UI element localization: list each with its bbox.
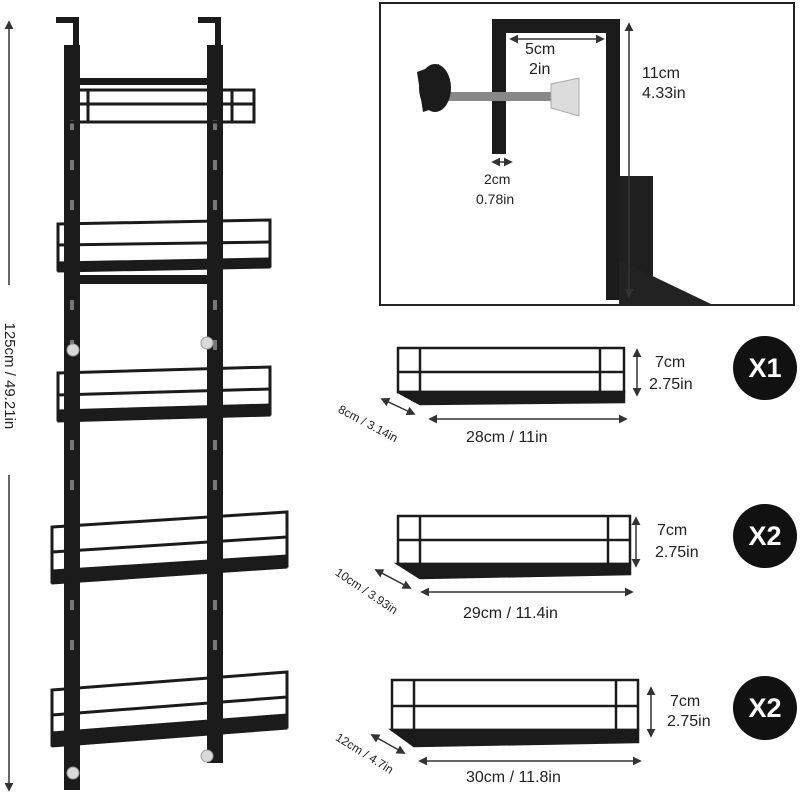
hook-thickness-cm: 2cm bbox=[484, 171, 511, 187]
basket-2-height-in: 2.75in bbox=[655, 544, 699, 561]
basket-2-drawing bbox=[393, 514, 632, 580]
basket-3-height-in: 2.75in bbox=[667, 713, 711, 730]
hook-thickness-in: 0.78in bbox=[476, 191, 515, 207]
basket-1-height-cm: 7cm bbox=[655, 354, 686, 371]
hook-detail-inset bbox=[379, 2, 795, 306]
basket-1-drawing bbox=[396, 346, 626, 406]
hook-depth-in: 4.33in bbox=[642, 85, 686, 102]
basket-1-width-label: 28cm / 11in bbox=[466, 429, 548, 446]
rack-basket-3 bbox=[56, 365, 272, 423]
basket-3-width-label: 30cm / 11.8in bbox=[466, 769, 561, 786]
basket-3-quantity-badge: X2 bbox=[733, 676, 797, 740]
basket-2-dimensions bbox=[374, 516, 641, 597]
basket-2-height-cm: 7cm bbox=[657, 522, 688, 539]
rack-basket-1 bbox=[64, 88, 256, 124]
hook-gap-cm: 5cm bbox=[525, 41, 556, 58]
basket-2-width-label: 29cm / 11.4in bbox=[463, 605, 558, 622]
rack-height-label: 125cm / 49.21in bbox=[0, 322, 18, 430]
rack-basket-2 bbox=[56, 218, 272, 273]
basket-1-height-in: 2.75in bbox=[649, 376, 693, 393]
rack-basket-5 bbox=[50, 670, 289, 748]
hook-depth-cm: 11cm bbox=[642, 65, 680, 82]
basket-3-height-cm: 7cm bbox=[670, 693, 701, 710]
basket-1-dimensions bbox=[380, 348, 642, 424]
basket-3-drawing bbox=[388, 678, 640, 748]
hook-gap-in: 2in bbox=[529, 61, 551, 78]
basket-1-quantity-badge: X1 bbox=[733, 336, 797, 400]
rack-basket-4 bbox=[50, 510, 289, 585]
hook-detail-drawing bbox=[417, 19, 711, 304]
basket-2-quantity-badge: X2 bbox=[733, 504, 797, 568]
basket-3-dimensions bbox=[370, 686, 656, 766]
door-rack bbox=[56, 17, 223, 790]
